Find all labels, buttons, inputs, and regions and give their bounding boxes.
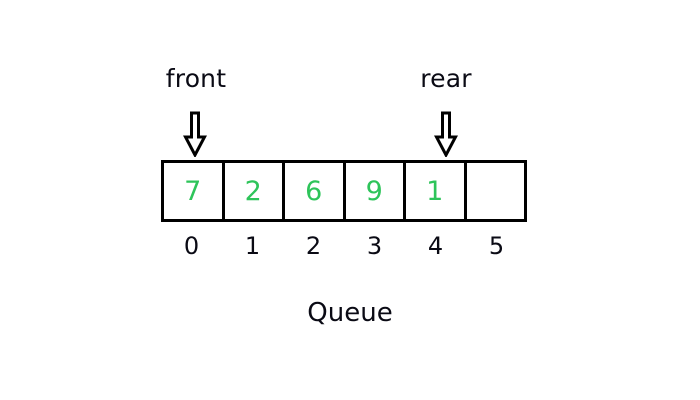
index-label-0: 0 (183, 232, 200, 260)
queue-cell-1: 2 (224, 163, 285, 219)
front-arrow-down-outline-icon (182, 111, 208, 157)
index-label-1: 1 (244, 232, 261, 260)
index-label-3: 3 (366, 232, 383, 260)
queue-array: 7 2 6 9 1 (161, 160, 527, 222)
front-pointer-label: front (165, 64, 227, 93)
queue-cell-3: 9 (345, 163, 406, 219)
queue-cell-2: 6 (285, 163, 346, 219)
queue-cell-0: 7 (164, 163, 225, 219)
index-label-row: 0 1 2 3 4 5 (161, 234, 527, 258)
diagram-caption: Queue (307, 298, 393, 328)
index-label-4: 4 (427, 232, 444, 260)
index-label-5: 5 (488, 232, 505, 260)
rear-arrow-down-outline-icon (433, 111, 459, 157)
queue-cell-4: 1 (406, 163, 467, 219)
queue-cell-5 (466, 163, 524, 219)
index-label-2: 2 (305, 232, 322, 260)
rear-pointer-label: rear (420, 64, 472, 93)
